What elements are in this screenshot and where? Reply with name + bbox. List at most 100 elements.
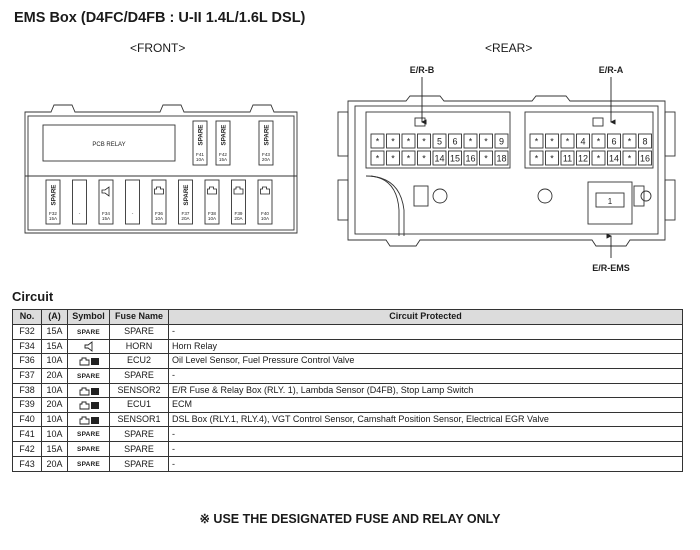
fuse-id: F36 — [155, 211, 163, 216]
cell-symbol — [67, 397, 110, 413]
cell-circuit: - — [168, 456, 683, 472]
er-a-pin: 16 — [638, 150, 652, 166]
pin-label: 18 — [496, 154, 506, 164]
er-ems-label: E/R-EMS — [592, 263, 630, 273]
er-b-pin: * — [370, 133, 385, 149]
pin-label: * — [407, 137, 411, 147]
er-b-pin: 15 — [448, 150, 462, 166]
er-a-pin: * — [560, 133, 575, 149]
engine-icon — [207, 186, 217, 195]
er-a-pin: 12 — [576, 150, 590, 166]
er-a-pin: 8 — [638, 133, 652, 149]
pcb-relay-label: PCB RELAY — [92, 142, 125, 148]
er-a-pin: * — [591, 133, 606, 149]
circuit-table: No. (A) Symbol Fuse Name Circuit Protect… — [12, 309, 683, 472]
cell-fuse-no: F32 — [12, 323, 42, 340]
fuse-id: F43 — [262, 152, 270, 157]
pin-label: * — [484, 154, 488, 164]
cell-symbol: SPARE — [67, 456, 110, 472]
pin-label: * — [422, 154, 426, 164]
fuse-amp: 15A — [219, 157, 228, 162]
cell-fuse-name: SPARE — [109, 441, 169, 457]
fuse-amp: 10A — [155, 216, 164, 221]
fuse-amp: 10A — [196, 157, 205, 162]
pin-label: 9 — [499, 137, 504, 147]
fuse-id: F34 — [102, 211, 110, 216]
pin-label: * — [550, 154, 554, 164]
spare-symbol: SPARE — [77, 328, 100, 336]
page-title: EMS Box (D4FC/D4FB : U-II 1.4L/1.6L DSL) — [14, 10, 306, 26]
er-a-pin: * — [529, 133, 544, 149]
fuse-id: - — [79, 211, 81, 216]
fuse-spare-label: SPARE — [221, 125, 228, 146]
pin-label: 14 — [609, 154, 619, 164]
cell-fuse-no: F37 — [12, 367, 42, 384]
cell-amp: 10A — [41, 382, 68, 398]
pin-label: 14 — [434, 154, 444, 164]
pin-label: * — [550, 137, 554, 147]
pin-label: * — [407, 154, 411, 164]
er-b-pin: * — [386, 150, 400, 166]
cell-circuit: E/R Fuse & Relay Box (RLY. 1), Lambda Se… — [168, 382, 683, 398]
cell-amp: 10A — [41, 426, 68, 442]
front-view-label: <FRONT> — [130, 41, 186, 55]
er-b-pin: 9 — [494, 133, 509, 149]
cell-fuse-no: F42 — [12, 441, 42, 457]
er-b-pin: 14 — [432, 150, 447, 166]
pin-label: 15 — [450, 154, 460, 164]
fuse-amp: 20A — [262, 157, 271, 162]
cell-symbol: SPARE — [67, 323, 110, 340]
er-b-pin: 5 — [432, 133, 447, 149]
er-b-pin: * — [401, 150, 416, 166]
pin-label: * — [422, 137, 426, 147]
er-a-pin: * — [622, 133, 637, 149]
er-b-pin: 6 — [448, 133, 462, 149]
cell-fuse-name: SENSOR1 — [109, 411, 169, 427]
er-b-pin: * — [417, 133, 431, 149]
fuse-id: F39 — [235, 211, 243, 216]
cell-amp: 15A — [41, 441, 68, 457]
cell-symbol: SPARE — [67, 441, 110, 457]
engine-icon — [79, 357, 99, 366]
spare-symbol: SPARE — [77, 372, 100, 380]
fuse-amp: 20A — [234, 216, 243, 221]
engine-icon — [79, 401, 99, 410]
cell-symbol: SPARE — [67, 367, 110, 384]
pin-label: * — [469, 137, 473, 147]
pin-label: 16 — [465, 154, 475, 164]
engine-icon — [154, 186, 164, 195]
fuse-spare-label: SPARE — [183, 185, 190, 206]
engine-icon — [260, 186, 270, 195]
fuse-amp: 10A — [208, 216, 217, 221]
horn-icon — [101, 186, 110, 197]
fuse-id: - — [132, 211, 134, 216]
fuse-spare-label: SPARE — [51, 185, 58, 206]
cell-fuse-no: F39 — [12, 397, 42, 413]
er-b-pin: * — [370, 150, 385, 166]
er-a-pin: * — [529, 150, 544, 166]
header-amp: (A) — [41, 309, 68, 325]
fuse-id: F38 — [208, 211, 216, 216]
header-no: No. — [12, 309, 42, 325]
cell-symbol — [67, 411, 110, 427]
cell-fuse-no: F43 — [12, 456, 42, 472]
cell-fuse-name: SPARE — [109, 367, 169, 384]
cell-fuse-name: ECU2 — [109, 353, 169, 369]
pin-label: * — [628, 154, 632, 164]
er-b-pin: * — [417, 150, 431, 166]
cell-fuse-no: F36 — [12, 353, 42, 369]
er-a-pin: 11 — [560, 150, 575, 166]
pin-label: 11 — [563, 154, 572, 164]
fuse-id: F40 — [261, 211, 269, 216]
cell-amp: 20A — [41, 367, 68, 384]
er-b-pin: * — [463, 133, 478, 149]
er-a-pin: * — [545, 133, 559, 149]
